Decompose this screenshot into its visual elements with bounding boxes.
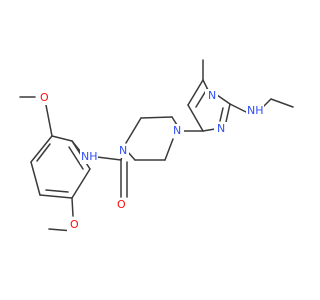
bond-ethyl-ch3 bbox=[270, 98, 294, 108]
bond-benzene-3 bbox=[39, 194, 73, 199]
atom-labels: O O O NH N N N N NH bbox=[37, 89, 264, 232]
atom-n-piperazine-right: N bbox=[173, 124, 181, 137]
bond-pyr-1 bbox=[187, 104, 204, 132]
bond-benzene-2 bbox=[30, 161, 41, 196]
bond-benzene-inner-3 bbox=[68, 146, 84, 170]
bond-benzene-inner-1 bbox=[36, 143, 51, 162]
bond-o-upper-ring bbox=[45, 104, 53, 137]
bond-benzene-6 bbox=[51, 135, 73, 142]
bond-pip-4 bbox=[164, 138, 174, 161]
bond-benzene-inner-2 bbox=[45, 189, 69, 193]
bond-pyr-4 bbox=[216, 94, 231, 105]
atom-oxygen-lower: O bbox=[70, 218, 79, 231]
bond-benzene-4 bbox=[71, 168, 91, 199]
atom-nh-ethylamino: NH bbox=[247, 104, 264, 117]
atom-nh-amide: NH bbox=[81, 150, 98, 163]
bond-pip-2 bbox=[140, 116, 173, 119]
bond-benzene-1 bbox=[30, 135, 53, 163]
bond-nh-carbonyl-c bbox=[96, 156, 122, 161]
bond-pyr-inner-2 bbox=[219, 107, 224, 122]
atom-oxygen-carbonyl: O bbox=[117, 198, 126, 211]
atom-n-pyrimidine-lower: N bbox=[217, 122, 225, 135]
bond-pip-3 bbox=[171, 116, 178, 126]
atom-n-piperazine-left: N bbox=[119, 144, 127, 157]
bond-ring-o-lower bbox=[71, 197, 74, 217]
bond-aryl-nh bbox=[71, 140, 81, 152]
molecule-structure: O O O NH N N N N NH bbox=[19, 59, 294, 232]
atom-n-pyrimidine-upper: N bbox=[208, 89, 216, 102]
bonds bbox=[19, 59, 294, 232]
bond-pyr-5 bbox=[225, 103, 231, 123]
bond-pip-1 bbox=[125, 117, 142, 144]
atom-oxygen-upper: O bbox=[40, 91, 49, 104]
bond-pyr-6 bbox=[202, 128, 216, 132]
bond-pyr-nh-ethyl bbox=[229, 103, 247, 113]
molecule-structure-canvas: O O O NH N N N N NH bbox=[19, 59, 294, 232]
bond-pyr-2 bbox=[187, 79, 204, 106]
